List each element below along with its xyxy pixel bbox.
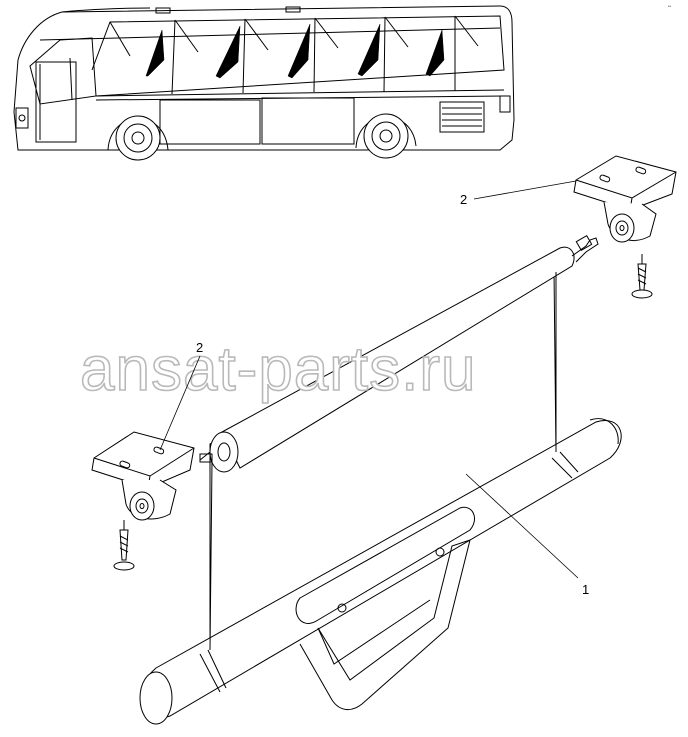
sun-blind-assembly bbox=[139, 234, 622, 725]
arrow-marker bbox=[287, 23, 311, 79]
window-arrow-markers bbox=[145, 23, 445, 79]
corner-mark: ** bbox=[668, 4, 672, 9]
handle-grip bbox=[295, 506, 475, 710]
callout-label-blind: 1 bbox=[582, 582, 589, 597]
callouts bbox=[159, 180, 579, 579]
mounting-bracket-right bbox=[573, 155, 677, 243]
screw-left bbox=[113, 520, 135, 571]
mounting-bracket-left bbox=[91, 431, 195, 521]
blind-fabric bbox=[209, 269, 557, 653]
rivet bbox=[337, 603, 347, 613]
rivet bbox=[435, 547, 445, 557]
arrow-marker bbox=[357, 23, 381, 77]
callout-label-bracket-right: 2 bbox=[460, 192, 467, 207]
leader-line bbox=[159, 355, 201, 451]
arrow-marker bbox=[215, 25, 241, 79]
callout-label-bracket-left: 2 bbox=[196, 340, 203, 355]
screw-right bbox=[631, 254, 653, 299]
arrow-marker bbox=[145, 29, 165, 77]
roller-tube bbox=[199, 234, 599, 473]
leader-line bbox=[473, 180, 577, 200]
arrow-marker bbox=[425, 29, 445, 77]
bus-illustration bbox=[13, 5, 515, 161]
leader-line bbox=[465, 473, 579, 579]
watermark: ansat-parts.ru bbox=[80, 335, 477, 404]
